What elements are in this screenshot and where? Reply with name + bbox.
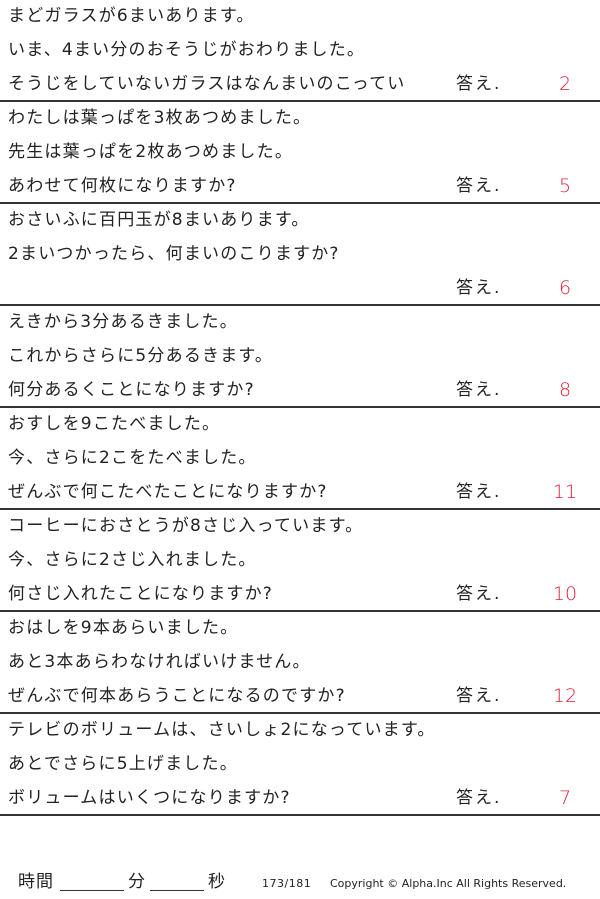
answer-value: 6 — [558, 277, 572, 299]
problem-text-line: コーヒーにおさとうが8さじ入っています。 — [8, 516, 364, 536]
problem-text-line: あと3本あらわなければいけません。 — [8, 652, 311, 672]
minutes-blank — [60, 890, 124, 891]
problem-text-line: 今、さらに2さじ入れました。 — [8, 550, 257, 570]
problem-text-line: 今、さらに2こをたべました。 — [8, 448, 257, 468]
problem-text-line: 2まいつかったら、何まいのこりますか? — [8, 244, 340, 264]
answer-value: 2 — [558, 73, 572, 95]
problem-1: まどガラスが6まいあります。 いま、4まい分のおそうじがおわりました。 そうじを… — [0, 0, 600, 102]
minutes-unit: 分 — [128, 872, 145, 892]
problem-2: わたしは葉っぱを3枚あつめました。 先生は葉っぱを2枚あつめました。 あわせて何… — [0, 102, 600, 204]
problem-text-line: 先生は葉っぱを2枚あつめました。 — [8, 142, 294, 162]
problem-text-line: これからさらに5分あるきます。 — [8, 346, 274, 366]
answer-label: 答え. — [456, 788, 502, 808]
problem-text-line: えきから3分あるきました。 — [8, 312, 238, 332]
problem-question-line: ぜんぶで何こたべたことになりますか? — [8, 482, 328, 502]
problem-4: えきから3分あるきました。 これからさらに5分あるきます。 何分あるくことになり… — [0, 306, 600, 408]
problem-3: おさいふに百円玉が8まいあります。 2まいつかったら、何まいのこりますか? 答え… — [0, 204, 600, 306]
problem-6: コーヒーにおさとうが8さじ入っています。 今、さらに2さじ入れました。 何さじ入… — [0, 510, 600, 612]
problem-question-line: ぜんぶで何本あらうことになるのですか? — [8, 686, 346, 706]
problem-question-line: あわせて何枚になりますか? — [8, 176, 237, 196]
footer: 時間 分 秒 173/181 Copyright © Alpha.Inc All… — [0, 868, 600, 894]
answer-value: 11 — [552, 481, 578, 503]
seconds-blank — [150, 890, 204, 891]
answer-value: 10 — [552, 583, 578, 605]
worksheet: まどガラスが6まいあります。 いま、4まい分のおそうじがおわりました。 そうじを… — [0, 0, 600, 816]
answer-label: 答え. — [456, 584, 502, 604]
answer-value: 7 — [558, 787, 572, 809]
problem-7: おはしを9本あらいました。 あと3本あらわなければいけません。 ぜんぶで何本あら… — [0, 612, 600, 714]
answer-label: 答え. — [456, 74, 502, 94]
problem-question-line: 何分あるくことになりますか? — [8, 380, 255, 400]
problem-text-line: おすしを9こたべました。 — [8, 414, 221, 434]
answer-value: 8 — [558, 379, 572, 401]
problem-text-line: おさいふに百円玉が8まいあります。 — [8, 210, 310, 230]
problem-text-line: あとでさらに5上げました。 — [8, 754, 238, 774]
problem-5: おすしを9こたべました。 今、さらに2こをたべました。 ぜんぶで何こたべたことに… — [0, 408, 600, 510]
problem-text-line: まどガラスが6まいあります。 — [8, 6, 255, 26]
seconds-unit: 秒 — [208, 872, 225, 892]
answer-value: 5 — [558, 175, 572, 197]
page-number: 173/181 — [262, 877, 312, 890]
problem-question-line: そうじをしていないガラスはなんまいのこってい — [8, 74, 406, 94]
copyright-text: Copyright © Alpha.Inc All Rights Reserve… — [330, 877, 567, 890]
problem-text-line: いま、4まい分のおそうじがおわりました。 — [8, 40, 366, 60]
time-label: 時間 — [18, 872, 54, 892]
answer-label: 答え. — [456, 380, 502, 400]
answer-label: 答え. — [456, 278, 502, 298]
problem-question-line: 何さじ入れたことになりますか? — [8, 584, 274, 604]
answer-label: 答え. — [456, 176, 502, 196]
answer-label: 答え. — [456, 482, 502, 502]
problem-8: テレビのボリュームは、さいしょ2になっています。 あとでさらに5上げました。 ボ… — [0, 714, 600, 816]
problem-question-line: ボリュームはいくつになりますか? — [8, 788, 291, 808]
problem-text-line: わたしは葉っぱを3枚あつめました。 — [8, 108, 312, 128]
problem-text-line: テレビのボリュームは、さいしょ2になっています。 — [8, 720, 436, 740]
answer-value: 12 — [552, 685, 578, 707]
problem-text-line: おはしを9本あらいました。 — [8, 618, 239, 638]
answer-label: 答え. — [456, 686, 502, 706]
